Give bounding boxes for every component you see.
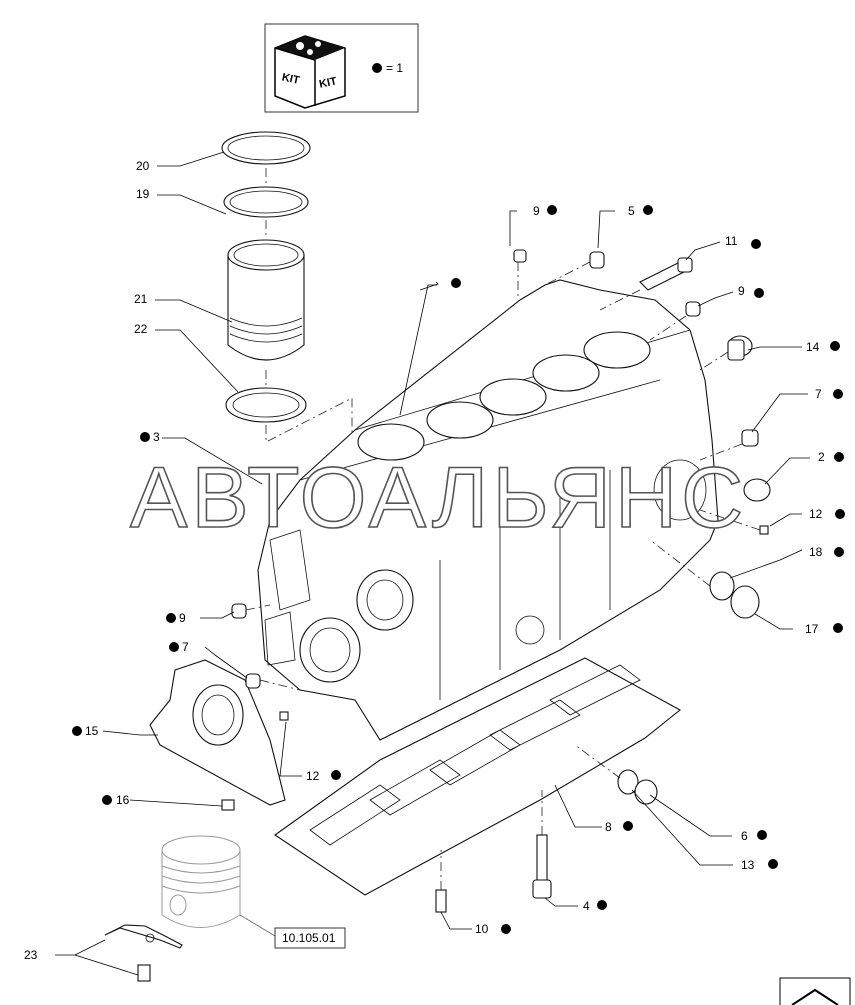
callout-16: 16: [116, 793, 130, 807]
kit-bullet-icon: [501, 924, 511, 934]
kit-bullet-icon: [833, 623, 843, 633]
kit-box-icon: [274, 35, 346, 109]
callout-3: 3: [153, 430, 160, 444]
kit-legend: KIT KIT = 1: [264, 23, 419, 113]
kit-bullet-icon: [331, 770, 341, 780]
callout-15: 15: [85, 724, 99, 738]
callout-2: 2: [818, 450, 825, 464]
oil-jet: [104, 924, 183, 982]
callout-9-left: 9: [179, 611, 186, 625]
callout-9-top: 9: [533, 204, 540, 218]
callout-20: 20: [136, 159, 150, 173]
kit-bullet-icon: [643, 205, 653, 215]
callout-21: 21: [134, 292, 148, 306]
oil-sump-gasket: [274, 657, 681, 896]
kit-bullet-icon: [451, 278, 461, 288]
kit-bullet-icon: [768, 859, 778, 869]
watermark-text: АВТОАЛЬЯНС: [130, 450, 747, 546]
callout-8: 8: [605, 820, 612, 834]
kit-bullet-icon: [72, 726, 82, 736]
kit-label-left: KIT: [281, 71, 301, 86]
small-parts: [221, 249, 771, 913]
kit-bullet-icon: [833, 389, 843, 399]
callout-7-right: 7: [815, 387, 822, 401]
callout-12-bottom: 12: [306, 769, 320, 783]
kit-bullet-icon: [757, 830, 767, 840]
kit-bullet-icon: [834, 452, 844, 462]
kit-bullet-icon: [830, 341, 840, 351]
callout-19: 19: [136, 187, 150, 201]
callout-23: 23: [24, 948, 38, 962]
callout-10: 10: [475, 922, 489, 936]
kit-bullet-icon: [835, 509, 845, 519]
cylinder-bore-3: [479, 378, 547, 416]
cylinder-liner-group: [221, 131, 353, 472]
piston-reference: 10.105.01: [161, 835, 346, 949]
kit-bullet-icon: [169, 642, 179, 652]
kit-bullet-icon: [102, 795, 112, 805]
reference-box-label: 10.105.01: [282, 931, 336, 945]
callout-4: 4: [583, 899, 590, 913]
callout-17: 17: [805, 622, 819, 636]
cylinder-bore-5: [583, 331, 651, 369]
kit-label-right: KIT: [318, 75, 338, 90]
cylinder-bore-4: [532, 354, 600, 392]
callout-11: 11: [725, 234, 738, 248]
kit-bullet-icon: [372, 63, 382, 73]
next-page-arrow-icon[interactable]: [779, 977, 851, 1005]
kit-bullet-icon: [623, 821, 633, 831]
kit-bullet-icon: [597, 900, 607, 910]
callout-14: 14: [806, 340, 820, 354]
kit-bullet-icon: [140, 432, 150, 442]
engine-block: [257, 279, 719, 741]
kit-bullet-icon: [834, 547, 844, 557]
kit-bullet-icon: [166, 613, 176, 623]
callout-9-right: 9: [738, 284, 745, 298]
callouts: 20 19 21 22 3 9 5 11 9 14 7 2 12 18 17 9…: [24, 159, 845, 962]
rear-seal-carrier: [149, 659, 286, 806]
callout-12-right: 12: [809, 507, 823, 521]
kit-equals-text: = 1: [386, 61, 403, 75]
callout-7-left: 7: [182, 640, 189, 654]
kit-bullet-icon: [547, 205, 557, 215]
kit-bullet-icon: [751, 239, 761, 249]
callout-5: 5: [628, 204, 635, 218]
callout-13: 13: [741, 858, 755, 872]
callout-18: 18: [809, 545, 823, 559]
callout-22: 22: [134, 322, 148, 336]
leader-lines: [55, 151, 810, 976]
cylinder-bore-2: [426, 401, 494, 439]
callout-6: 6: [741, 829, 748, 843]
cylinder-bore-1: [357, 423, 425, 461]
kit-bullet-icon: [754, 288, 764, 298]
